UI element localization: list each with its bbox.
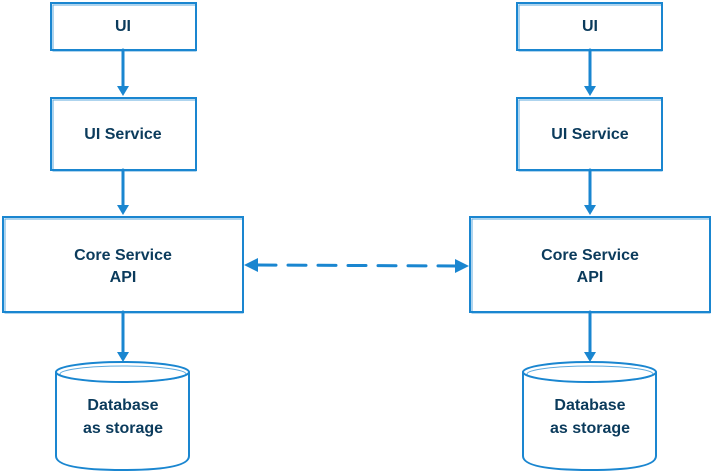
right-arrow-service-to-core: [584, 168, 596, 215]
right-ui-service-label: UI Service: [551, 126, 628, 143]
right-ui-service-box: UI Service: [516, 97, 663, 172]
right-stack: UI UI Service Core Service API: [469, 2, 711, 472]
right-db-label-line1: Database: [554, 397, 625, 414]
left-ui-service-label: UI Service: [84, 126, 161, 143]
left-ui-label: UI: [115, 18, 131, 35]
right-arrow-core-to-db: [584, 310, 596, 362]
left-db-label-line2: as storage: [83, 420, 163, 437]
right-ui-label: UI: [582, 18, 598, 35]
left-ui-service-box: UI Service: [50, 97, 197, 172]
right-database-cylinder: Database as storage: [522, 361, 657, 472]
right-ui-box: UI: [516, 2, 663, 52]
left-ui-box: UI: [50, 2, 197, 52]
left-db-label-line1: Database: [87, 397, 158, 414]
left-arrow-ui-to-service: [117, 48, 129, 96]
right-arrow-ui-to-service: [584, 48, 596, 96]
right-core-label-line1: Core Service: [541, 247, 639, 264]
left-core-service-box: Core Service API: [2, 216, 244, 314]
right-db-label-line2: as storage: [550, 420, 630, 437]
right-core-label-line2: API: [577, 269, 604, 286]
left-stack: UI UI Service Core Service API: [2, 2, 244, 472]
right-core-service-box: Core Service API: [469, 216, 711, 314]
left-arrow-service-to-core: [117, 168, 129, 215]
connector-left-arrowhead: [244, 258, 258, 272]
left-core-label-line2: API: [110, 269, 137, 286]
connector-right-arrowhead: [455, 259, 469, 273]
left-core-label-line1: Core Service: [74, 247, 172, 264]
left-arrow-core-to-db: [117, 310, 129, 362]
core-bidirectional-connector: [244, 258, 469, 273]
left-database-cylinder: Database as storage: [55, 361, 190, 472]
